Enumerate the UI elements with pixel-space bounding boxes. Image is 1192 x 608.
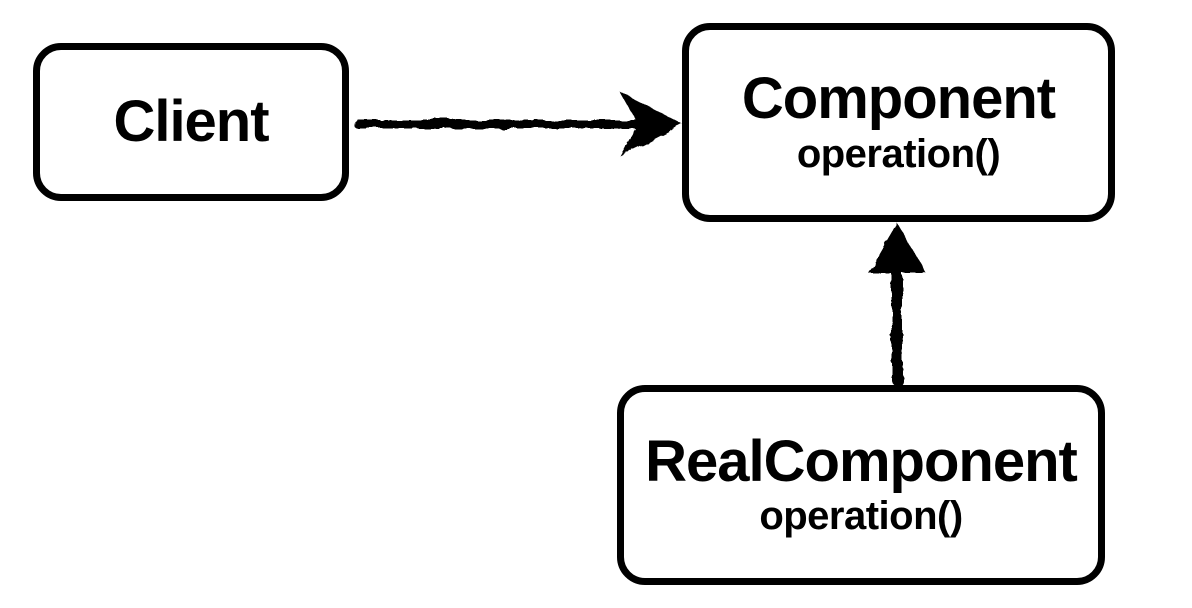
node-client-label: Client	[113, 88, 269, 154]
node-real-component-label: RealComponent	[645, 428, 1078, 494]
realcomponent-to-component-arrow	[868, 223, 926, 386]
client-to-component-arrow	[353, 92, 682, 156]
node-real-component: RealComponent operation()	[617, 385, 1105, 585]
node-component: Component operation()	[682, 23, 1115, 222]
node-component-label: Component	[741, 66, 1056, 132]
node-real-component-method: operation()	[759, 494, 963, 539]
node-client: Client	[33, 43, 349, 201]
node-component-method: operation()	[796, 131, 1001, 176]
